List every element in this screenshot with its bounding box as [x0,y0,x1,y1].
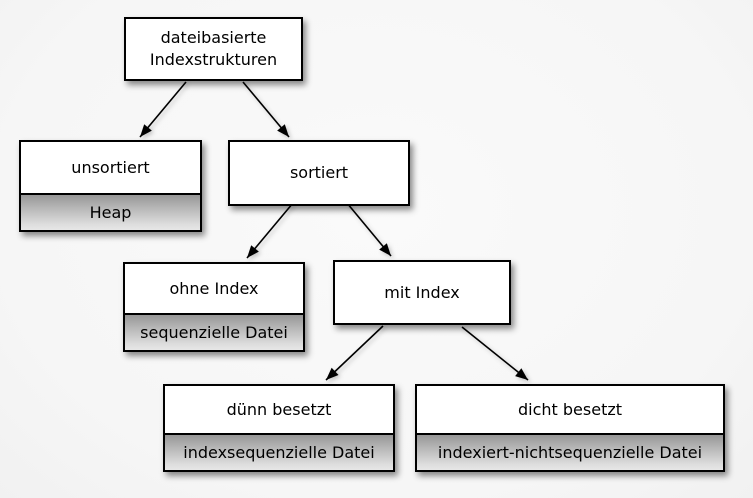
node-duenn-besetzt-label: dünn besetzt [226,399,332,419]
node-ohne-index-sublabel: sequenzielle Datei [125,313,303,350]
node-root: dateibasierte Indexstrukturen [124,17,303,81]
node-unsortiert-sublabel: Heap [21,193,200,230]
node-root-label: dateibasierte Indexstrukturen [149,28,278,69]
node-duenn-besetzt: dünn besetzt indexsequenzielle Datei [163,384,395,472]
edge-mit-index-duenn-besetzt [325,325,384,381]
node-dicht-besetzt-label: dicht besetzt [517,399,623,419]
node-unsortiert-label: unsortiert [71,157,150,177]
node-mit-index-label: mit Index [384,282,460,302]
node-dicht-besetzt-sublabel: indexiert-nichtsequenzielle Datei [417,433,723,470]
node-mit-index: mit Index [333,260,511,325]
edge-sortiert-ohne-index [246,202,294,259]
node-duenn-besetzt-sublabel: indexsequenzielle Datei [165,433,393,470]
edge-root-sortiert [242,81,290,138]
node-sortiert: sortiert [228,140,410,206]
node-ohne-index-label: ohne Index [169,278,259,298]
node-ohne-index: ohne Index sequenzielle Datei [123,262,305,352]
edge-root-unsortiert [139,81,187,138]
node-unsortiert: unsortiert Heap [19,140,202,232]
edge-sortiert-mit-index [346,202,392,257]
node-dicht-besetzt: dicht besetzt indexiert-nichtsequenziell… [415,384,725,472]
edge-mit-index-dicht-besetzt [461,326,529,381]
node-sortiert-label: sortiert [289,163,349,183]
